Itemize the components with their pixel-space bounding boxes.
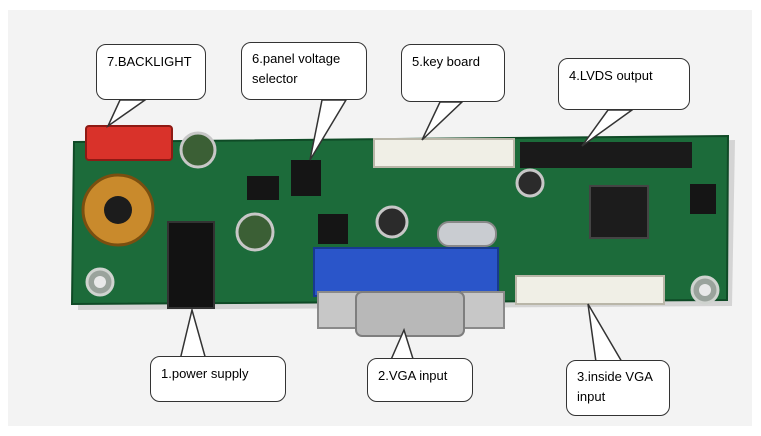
pointer-panel-voltage <box>309 99 348 161</box>
inside-vga-connector <box>515 275 665 305</box>
keyboard-connector <box>373 138 515 168</box>
pointer-keyboard <box>421 101 464 141</box>
callout-panel-voltage: 6.panel voltage selector <box>241 42 367 100</box>
vga-screw-left <box>317 291 361 329</box>
regulator-chip <box>247 176 279 200</box>
eeprom-chip <box>690 184 716 214</box>
callout-keyboard: 5.key board <box>401 44 505 102</box>
panel-voltage-jumper <box>291 160 321 196</box>
mounting-hole-right-center <box>699 284 711 296</box>
toroid-core <box>104 196 132 224</box>
pointer-backlight <box>106 99 148 129</box>
power-label: 1.power supply <box>161 366 249 381</box>
vga-connector-body <box>313 247 499 297</box>
regulator-chip <box>318 214 348 244</box>
callout-backlight: 7.BACKLIGHT <box>96 44 206 100</box>
callout-inside-vga: 3.inside VGA input <box>566 360 670 416</box>
lvds-label: 4.LVDS output <box>569 68 653 83</box>
vga-label: 2.VGA input <box>378 368 448 383</box>
capacitor <box>515 168 545 198</box>
main-controller-chip <box>589 185 649 239</box>
vga-screw-right <box>461 291 505 329</box>
callout-power: 1.power supply <box>150 356 286 402</box>
inside-vga-label: 3.inside VGA input <box>577 369 653 404</box>
lvds-header <box>520 142 692 168</box>
crystal-oscillator <box>437 221 497 247</box>
callout-lvds: 4.LVDS output <box>558 58 690 110</box>
vga-shell <box>355 291 465 337</box>
panel-voltage-label: 6.panel voltage selector <box>252 51 341 86</box>
backlight-connector <box>85 125 173 161</box>
capacitor <box>375 205 409 239</box>
callout-vga: 2.VGA input <box>367 358 473 402</box>
pointer-lvds <box>581 109 635 147</box>
capacitor <box>179 131 217 169</box>
mounting-hole-left-center <box>94 276 106 288</box>
backlight-label: 7.BACKLIGHT <box>107 54 192 69</box>
power-jack <box>167 221 215 309</box>
keyboard-label: 5.key board <box>412 54 480 69</box>
capacitor <box>235 212 275 252</box>
